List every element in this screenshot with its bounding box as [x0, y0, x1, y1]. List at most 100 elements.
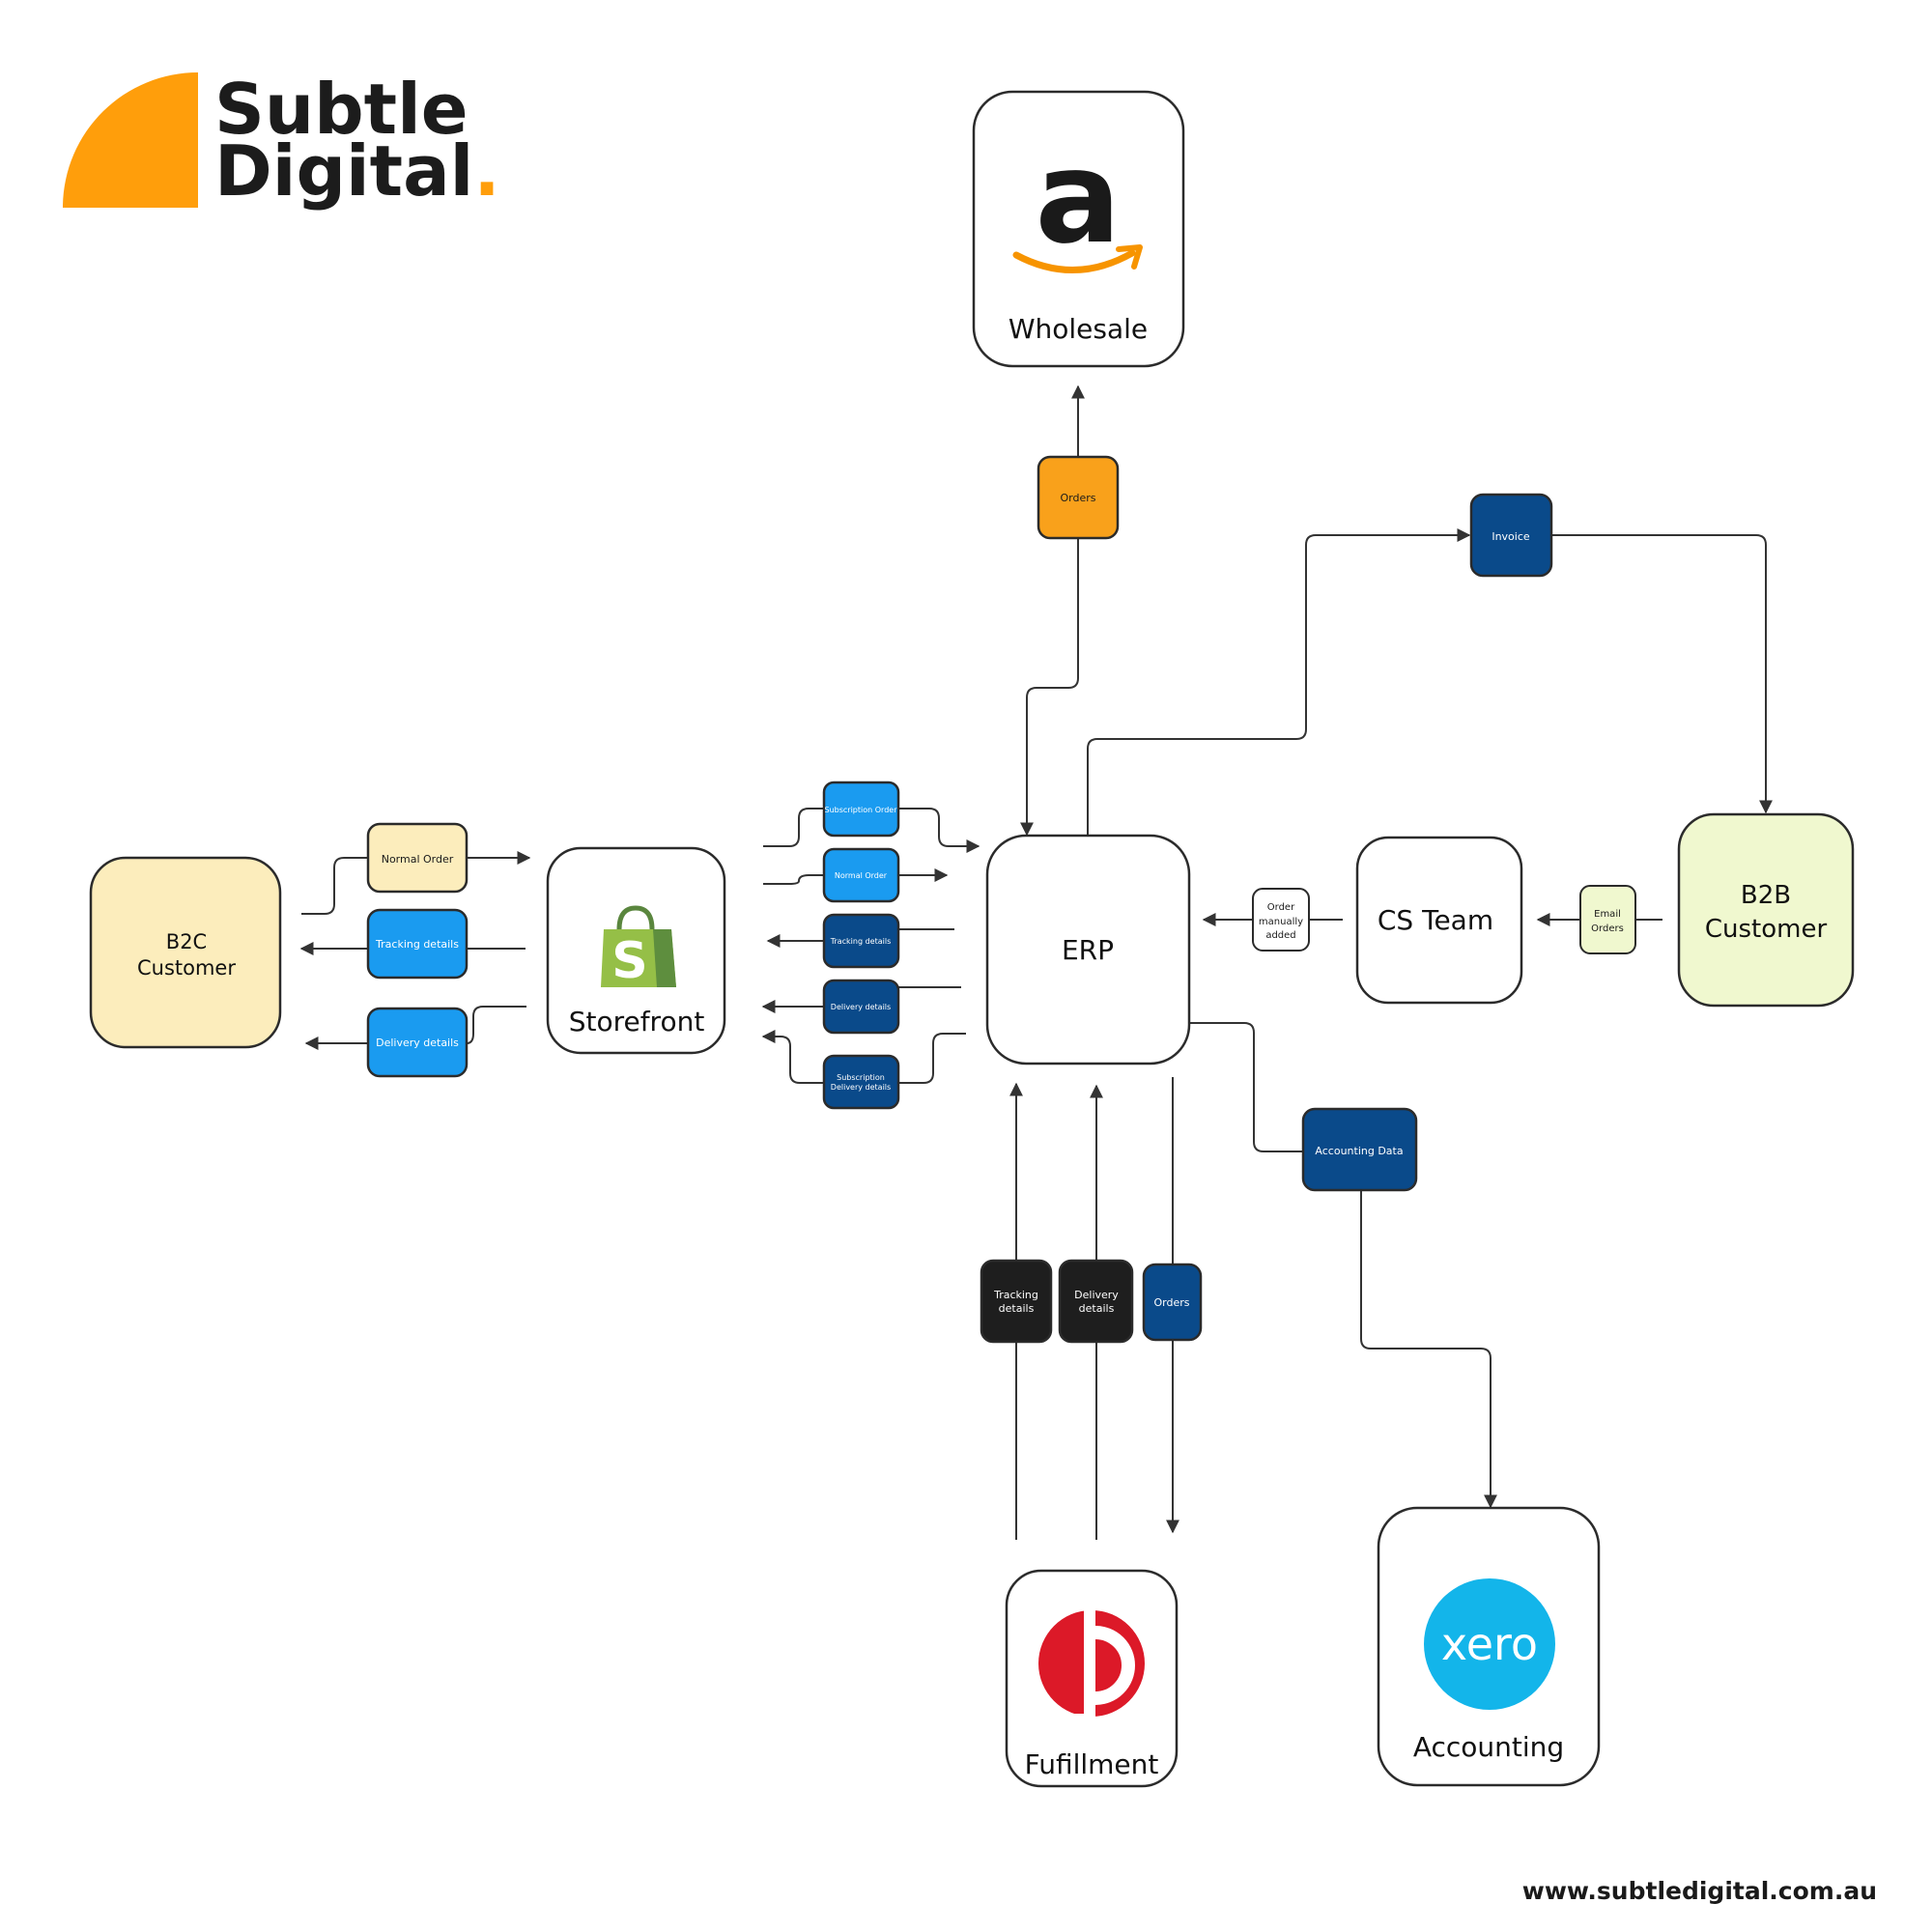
- edge-storefront-to-delivery: [466, 1006, 526, 1044]
- delivery-b2c-box: [366, 1007, 469, 1078]
- flow-tracking-b2c[interactable]: Tracking details: [366, 908, 469, 980]
- flow-normal-order-erp[interactable]: Normal Order: [822, 847, 900, 903]
- footer-website-url: www.subtledigital.com.au: [1522, 1877, 1877, 1905]
- normal-order-erp-label: Normal Order: [835, 871, 888, 880]
- edge-erp-to-invoice: [1087, 528, 1471, 835]
- node-wholesale[interactable]: a Wholesale: [972, 90, 1185, 368]
- edges: [299, 384, 1773, 1540]
- flow-orders-wholesale[interactable]: Orders: [1037, 455, 1120, 540]
- invoice-label: Invoice: [1492, 530, 1530, 543]
- edge-accounting-data-to-accounting: [1360, 1191, 1497, 1509]
- flow-subscription-delivery[interactable]: Subscription Delivery details: [822, 1054, 900, 1110]
- orders-wholesale-label: Orders: [1061, 492, 1096, 504]
- xero-logo-icon: xero: [1424, 1578, 1555, 1710]
- tracking-fulfillment-label-line1: Tracking: [993, 1289, 1038, 1301]
- flow-email-orders[interactable]: Email Orders: [1579, 885, 1636, 954]
- delivery-fulfillment-box: [1058, 1259, 1134, 1344]
- b2c-label-line1: B2C: [166, 930, 207, 953]
- shopify-bag-icon: S: [601, 905, 676, 990]
- accounting-label: Accounting: [1413, 1731, 1564, 1763]
- edge-storefront-to-normal-order: [763, 874, 824, 885]
- b2c-box: [89, 856, 282, 1049]
- subscription-delivery-box: [822, 1054, 900, 1110]
- accounting-data-label: Accounting Data: [1315, 1145, 1403, 1157]
- flow-order-manual[interactable]: Order manually added: [1252, 888, 1310, 952]
- flow-delivery-fulfillment[interactable]: Delivery details: [1058, 1259, 1134, 1344]
- delivery-erp-box: [822, 979, 900, 1035]
- subscription-order-label: Subscription Order: [825, 806, 898, 814]
- node-b2b-customer[interactable]: B2B Customer: [1677, 812, 1855, 1008]
- node-cs-team[interactable]: CS Team: [1355, 836, 1523, 1005]
- edge-invoice-to-b2b: [1550, 534, 1773, 814]
- flow-delivery-b2c[interactable]: Delivery details: [366, 1007, 469, 1078]
- edge-subscription-delivery-to-storefront: [761, 1030, 824, 1084]
- edge-subscription-order-to-erp: [898, 808, 980, 853]
- normal-order-b2c-box: [366, 822, 469, 894]
- flow-tracking-fulfillment[interactable]: Tracking details: [980, 1259, 1053, 1344]
- edge-erp-to-subscription-delivery: [898, 1033, 966, 1084]
- fulfillment-label: Fufillment: [1025, 1748, 1159, 1780]
- erp-label: ERP: [1062, 934, 1114, 966]
- flow-invoice[interactable]: Invoice: [1469, 493, 1553, 578]
- node-storefront[interactable]: S Storefront: [546, 846, 726, 1055]
- edge-storefront-to-subscription-order: [763, 808, 824, 847]
- b2b-box: [1677, 812, 1855, 1008]
- delivery-fulfillment-label-line2: details: [1079, 1302, 1115, 1315]
- node-accounting[interactable]: xero Accounting: [1377, 1506, 1601, 1787]
- email-orders-label-line2: Orders: [1591, 923, 1624, 934]
- b2b-label-line2: Customer: [1705, 915, 1828, 944]
- delivery-fulfillment-label-line1: Delivery: [1074, 1289, 1119, 1301]
- order-manual-label-line1: Order: [1267, 902, 1295, 913]
- edge-wholesale-orders-to-erp: [1020, 536, 1079, 837]
- normal-order-b2c-label: Normal Order: [382, 853, 454, 866]
- flow-tracking-erp[interactable]: Tracking details: [822, 913, 900, 969]
- brand-logo: Subtle Digital.: [63, 69, 500, 212]
- order-manual-label-line2: manually: [1259, 917, 1303, 927]
- brand-name-line1: Subtle: [214, 69, 469, 150]
- tracking-erp-label: Tracking details: [830, 937, 892, 946]
- subscription-order-box: [822, 781, 900, 838]
- order-manual-box: [1252, 888, 1310, 952]
- node-b2c-customer[interactable]: B2C Customer: [89, 856, 282, 1049]
- node-erp[interactable]: ERP: [985, 834, 1191, 1065]
- subscription-delivery-label-line1: Subscription: [837, 1073, 885, 1082]
- delivery-erp-label: Delivery details: [831, 1003, 891, 1011]
- b2c-label-line2: Customer: [137, 956, 236, 980]
- email-orders-box: [1579, 885, 1636, 954]
- accounting-data-box: [1301, 1107, 1418, 1192]
- wholesale-label: Wholesale: [1009, 313, 1148, 345]
- orders-wholesale-box: [1037, 455, 1120, 540]
- cs-team-label: CS Team: [1378, 904, 1493, 936]
- logo-quarter-circle-icon: [63, 71, 198, 209]
- order-manual-label-line3: added: [1265, 930, 1295, 941]
- svg-text:S: S: [611, 932, 647, 990]
- storefront-label: Storefront: [569, 1006, 705, 1037]
- orders-fulfillment-box: [1142, 1263, 1203, 1342]
- edge-b2c-to-normal-order: [301, 857, 368, 915]
- orders-fulfillment-label: Orders: [1154, 1296, 1190, 1309]
- flow-accounting-data[interactable]: Accounting Data: [1301, 1107, 1418, 1192]
- tracking-fulfillment-label-line2: details: [999, 1302, 1035, 1315]
- normal-order-erp-box: [822, 847, 900, 903]
- svg-text:a: a: [1035, 124, 1121, 272]
- tracking-erp-box: [822, 913, 900, 969]
- xero-logo-text: xero: [1441, 1618, 1538, 1670]
- delivery-b2c-label: Delivery details: [376, 1037, 459, 1049]
- flow-normal-order-b2c[interactable]: Normal Order: [366, 822, 469, 894]
- edge-erp-to-accounting-data: [1189, 1022, 1303, 1152]
- node-fulfillment[interactable]: Fufillment: [1005, 1569, 1179, 1788]
- brand-name-line2: Digital.: [214, 130, 500, 212]
- b2b-label-line1: B2B: [1741, 881, 1791, 910]
- flow-orders-fulfillment[interactable]: Orders: [1142, 1263, 1203, 1342]
- australia-post-logo-icon: [1038, 1607, 1145, 1723]
- tracking-b2c-box: [366, 908, 469, 980]
- subscription-delivery-label-line2: Delivery details: [831, 1083, 891, 1092]
- email-orders-label-line1: Email: [1594, 909, 1621, 920]
- tracking-fulfillment-box: [980, 1259, 1053, 1344]
- amazon-logo-icon: a: [1012, 124, 1143, 273]
- flow-delivery-erp[interactable]: Delivery details: [822, 979, 900, 1035]
- flow-subscription-order[interactable]: Subscription Order: [822, 781, 900, 838]
- tracking-b2c-label: Tracking details: [375, 938, 459, 951]
- invoice-box: [1469, 493, 1553, 578]
